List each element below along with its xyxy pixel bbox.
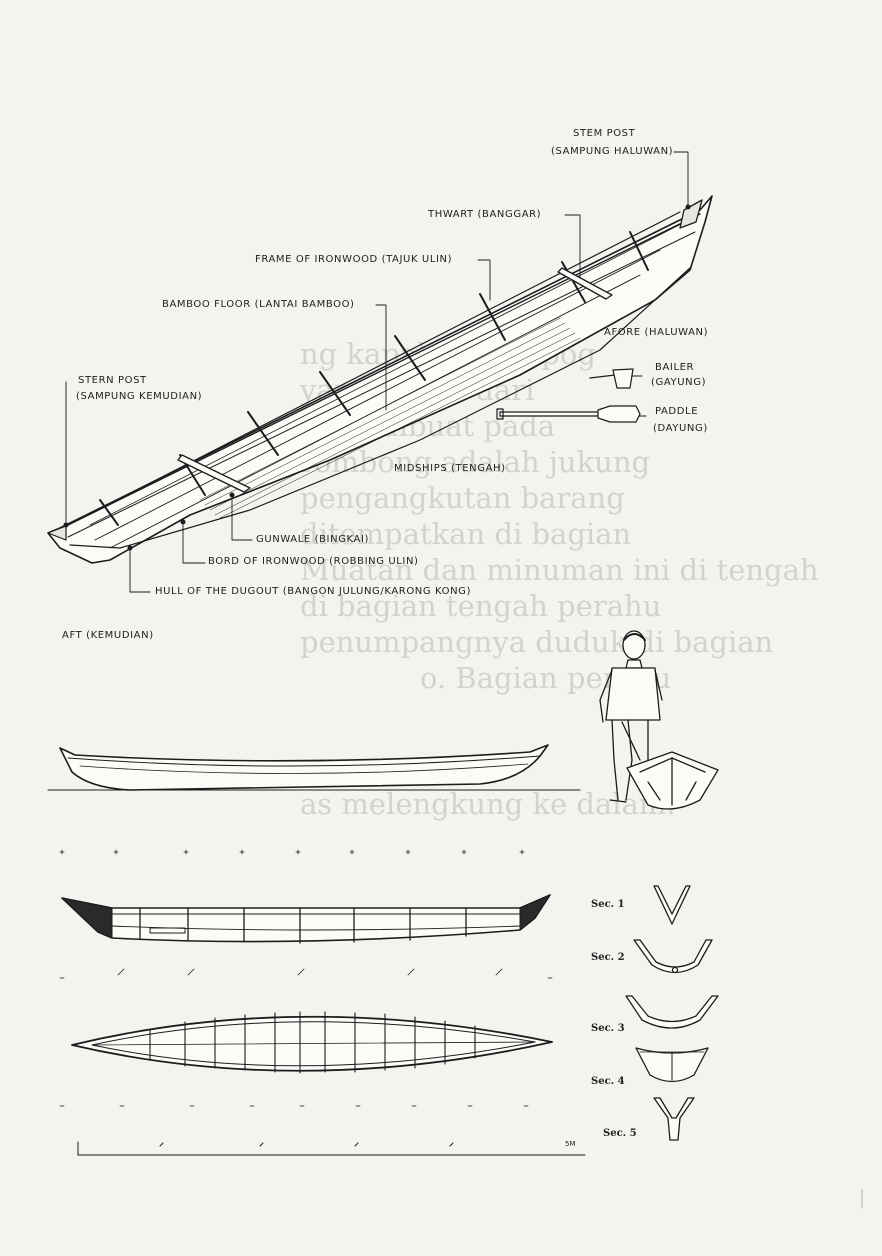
cross-section-4 xyxy=(635,1047,709,1083)
bamboo-floor-label: BAMBOO FLOOR (LANTAI BAMBOO) xyxy=(162,299,355,310)
gunwale-label: GUNWALE (BINGKAI) xyxy=(256,534,370,545)
plan-view-canoe xyxy=(71,1011,553,1074)
paddle-drawing xyxy=(496,405,641,423)
paddle-local-label: (DAYUNG) xyxy=(653,423,708,434)
person-figure xyxy=(599,630,663,803)
section-2-label: Sec. 2 xyxy=(591,952,625,963)
bleed-line: as melengkung ke dalam. xyxy=(300,787,676,821)
bailer-drawing xyxy=(589,368,634,389)
stern-post-local-label: (SAMPUNG KEMUDIAN) xyxy=(76,391,203,402)
cross-section-1 xyxy=(653,885,691,925)
thwart-label: THWART (BANGGAR) xyxy=(428,209,542,220)
section-boat-with-person xyxy=(626,751,719,810)
cross-section-5 xyxy=(653,1097,695,1141)
section-4-label: Sec. 4 xyxy=(591,1076,625,1087)
station-marks-row1 xyxy=(59,849,525,855)
bleed-line: pengangkutan barang xyxy=(300,481,625,515)
section-1-label: Sec. 1 xyxy=(591,899,625,910)
bleed-line: Muatan dan minuman ini di tengah xyxy=(300,553,819,587)
section-5-label: Sec. 5 xyxy=(603,1128,637,1139)
stem-post-label: STEM POST xyxy=(573,128,636,139)
leader-lines xyxy=(65,151,689,593)
scale-unit-label: 5M xyxy=(565,1140,576,1148)
scale-bar xyxy=(77,1141,586,1156)
afore-label: AFORE (HALUWAN) xyxy=(604,327,709,338)
midships-label: MIDSHIPS (TENGAH) xyxy=(394,463,506,474)
bleed-line: rombong adalah jukung xyxy=(300,445,651,479)
bailer-label: BAILER xyxy=(655,362,695,373)
board-label: BORD OF IRONWOOD (ROBBING ULIN) xyxy=(208,556,419,567)
aft-label: AFT (KEMUDIAN) xyxy=(62,630,154,641)
paddle-label: PADDLE xyxy=(655,406,699,417)
hull-outline xyxy=(47,195,713,564)
stern-post-label: STERN POST xyxy=(78,375,147,386)
side-profile-canoe xyxy=(47,744,581,791)
section-3-label: Sec. 3 xyxy=(591,1023,625,1034)
bleed-line: di bagian tengah perahu xyxy=(300,589,662,623)
bailer-local-label: (GAYUNG) xyxy=(651,377,707,388)
hull-label: HULL OF THE DUGOUT (BANGON JULUNG/KARONG… xyxy=(155,586,472,597)
stem-post-local-label: (SAMPUNG HALUWAN) xyxy=(551,146,674,157)
frame-label: FRAME OF IRONWOOD (TAJUK ULIN) xyxy=(255,254,453,265)
cross-section-3 xyxy=(625,995,719,1029)
station-marks-row2 xyxy=(59,968,553,979)
perspective-canoe xyxy=(47,195,713,564)
cross-section-2 xyxy=(633,939,713,974)
longitudinal-section xyxy=(61,894,551,944)
bleed-line: penumpangnya duduk di bagian xyxy=(300,625,774,659)
bleed-line: ditempatkan di bagian xyxy=(300,517,632,551)
